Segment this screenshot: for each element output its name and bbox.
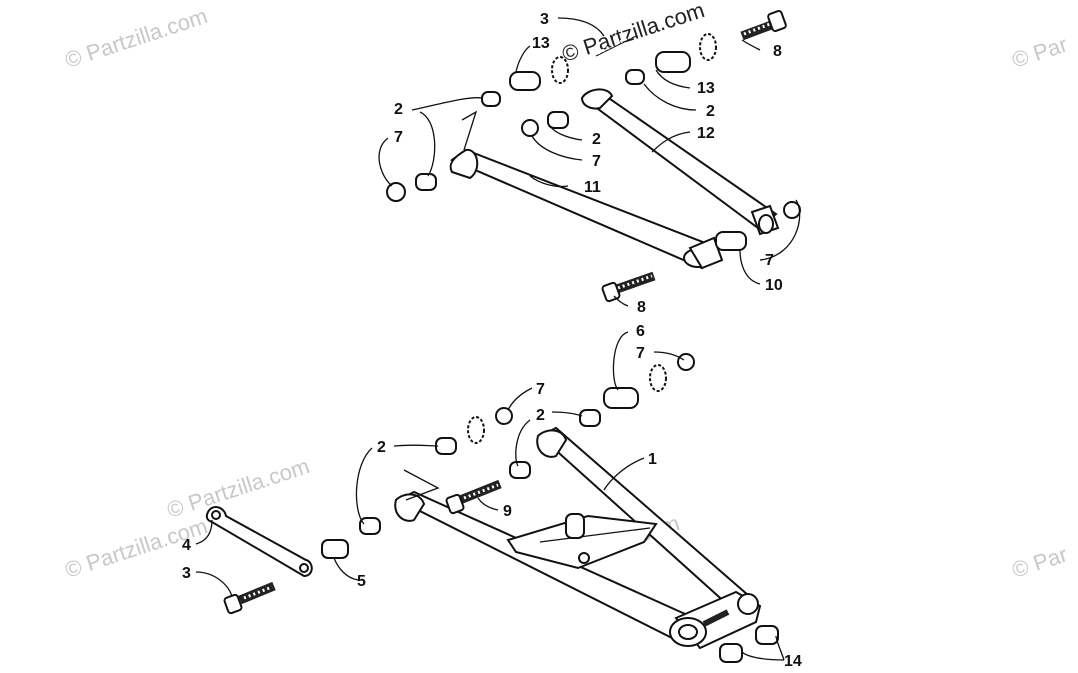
bushing-part-5 — [321, 539, 349, 559]
washer — [699, 33, 717, 61]
callout-4: 4 — [182, 537, 191, 554]
upper-arm-tube-11 — [449, 148, 724, 270]
callout-12: 12 — [697, 125, 715, 142]
bushing-part-13 — [655, 51, 691, 73]
watermark-layer: © Partzilla.com © Partzilla.com © Par © … — [62, 0, 1071, 583]
bushing-part-2 — [415, 173, 437, 191]
bushing-part-13 — [509, 71, 541, 91]
callout-9: 9 — [503, 503, 512, 520]
washer — [467, 416, 485, 444]
lower-hardware — [205, 353, 779, 663]
lower-callouts: 6 7 7 2 2 1 9 4 3 5 14 — [182, 323, 802, 670]
watermark-top-left: © Partzilla.com — [62, 3, 211, 73]
callout-2-mid: 2 — [592, 131, 601, 148]
washer — [649, 364, 667, 392]
bushing-part-14 — [755, 625, 779, 645]
bushing-part-2 — [359, 517, 381, 535]
callout-2-lower-left: 2 — [377, 439, 386, 456]
callout-7-lower-right: 7 — [636, 345, 645, 362]
callout-2-left: 2 — [394, 101, 403, 118]
callout-2-right: 2 — [706, 103, 715, 120]
callout-8-low: 8 — [637, 299, 646, 316]
callout-1: 1 — [648, 451, 657, 468]
callout-7-right: 7 — [765, 252, 774, 269]
watermark-top-right: © Par — [1009, 32, 1071, 73]
bushing-part-2 — [625, 69, 645, 85]
callout-7-left: 7 — [394, 129, 403, 146]
bushing-part-2 — [509, 461, 531, 479]
bushing-part-2 — [481, 91, 501, 107]
bushing-part-14 — [719, 643, 743, 663]
bushing-part-2 — [579, 409, 601, 427]
nut-part-7 — [677, 353, 695, 371]
callout-7-mid: 7 — [592, 153, 601, 170]
bolt-part-8-low — [601, 271, 656, 303]
nut-part-7 — [495, 407, 513, 425]
callout-8-top: 8 — [773, 43, 782, 60]
bushing-part-6 — [603, 387, 639, 409]
bolt-part-3-top — [595, 33, 637, 57]
callout-3-top: 3 — [540, 11, 549, 28]
nut-part-7 — [521, 119, 539, 137]
upper-callouts: 3 13 8 13 2 2 7 2 12 7 11 7 10 8 — [394, 11, 783, 316]
bolt-part-8-top — [740, 9, 787, 41]
callout-13-mid: 13 — [697, 80, 715, 97]
lower-a-arm-part-1 — [394, 426, 762, 650]
lower-leader-lines — [195, 331, 785, 661]
upper-a-arm — [386, 9, 801, 303]
callout-13-top: 13 — [532, 35, 550, 52]
callout-14: 14 — [784, 653, 802, 670]
link-part-4 — [205, 506, 313, 578]
bushing-part-10 — [715, 231, 747, 251]
callout-3-low: 3 — [182, 565, 191, 582]
bolt-part-3-low — [223, 581, 276, 615]
bushing-part-2 — [435, 437, 457, 455]
washer — [551, 56, 569, 84]
upper-arm-tube-12 — [580, 88, 780, 236]
callout-2-lower-mid: 2 — [536, 407, 545, 424]
bushing-part-2 — [547, 111, 569, 129]
watermark-mid-right: © Par — [1009, 542, 1071, 583]
callout-7-lower-mid: 7 — [536, 381, 545, 398]
nut-part-7 — [386, 182, 406, 202]
callout-5: 5 — [357, 573, 366, 590]
callout-10: 10 — [765, 277, 783, 294]
callout-11: 11 — [584, 179, 601, 196]
bolt-part-9 — [445, 479, 502, 515]
callout-6: 6 — [636, 323, 645, 340]
watermark-low-left: © Partzilla.com — [164, 453, 313, 523]
upper-leader-lines — [378, 17, 801, 307]
